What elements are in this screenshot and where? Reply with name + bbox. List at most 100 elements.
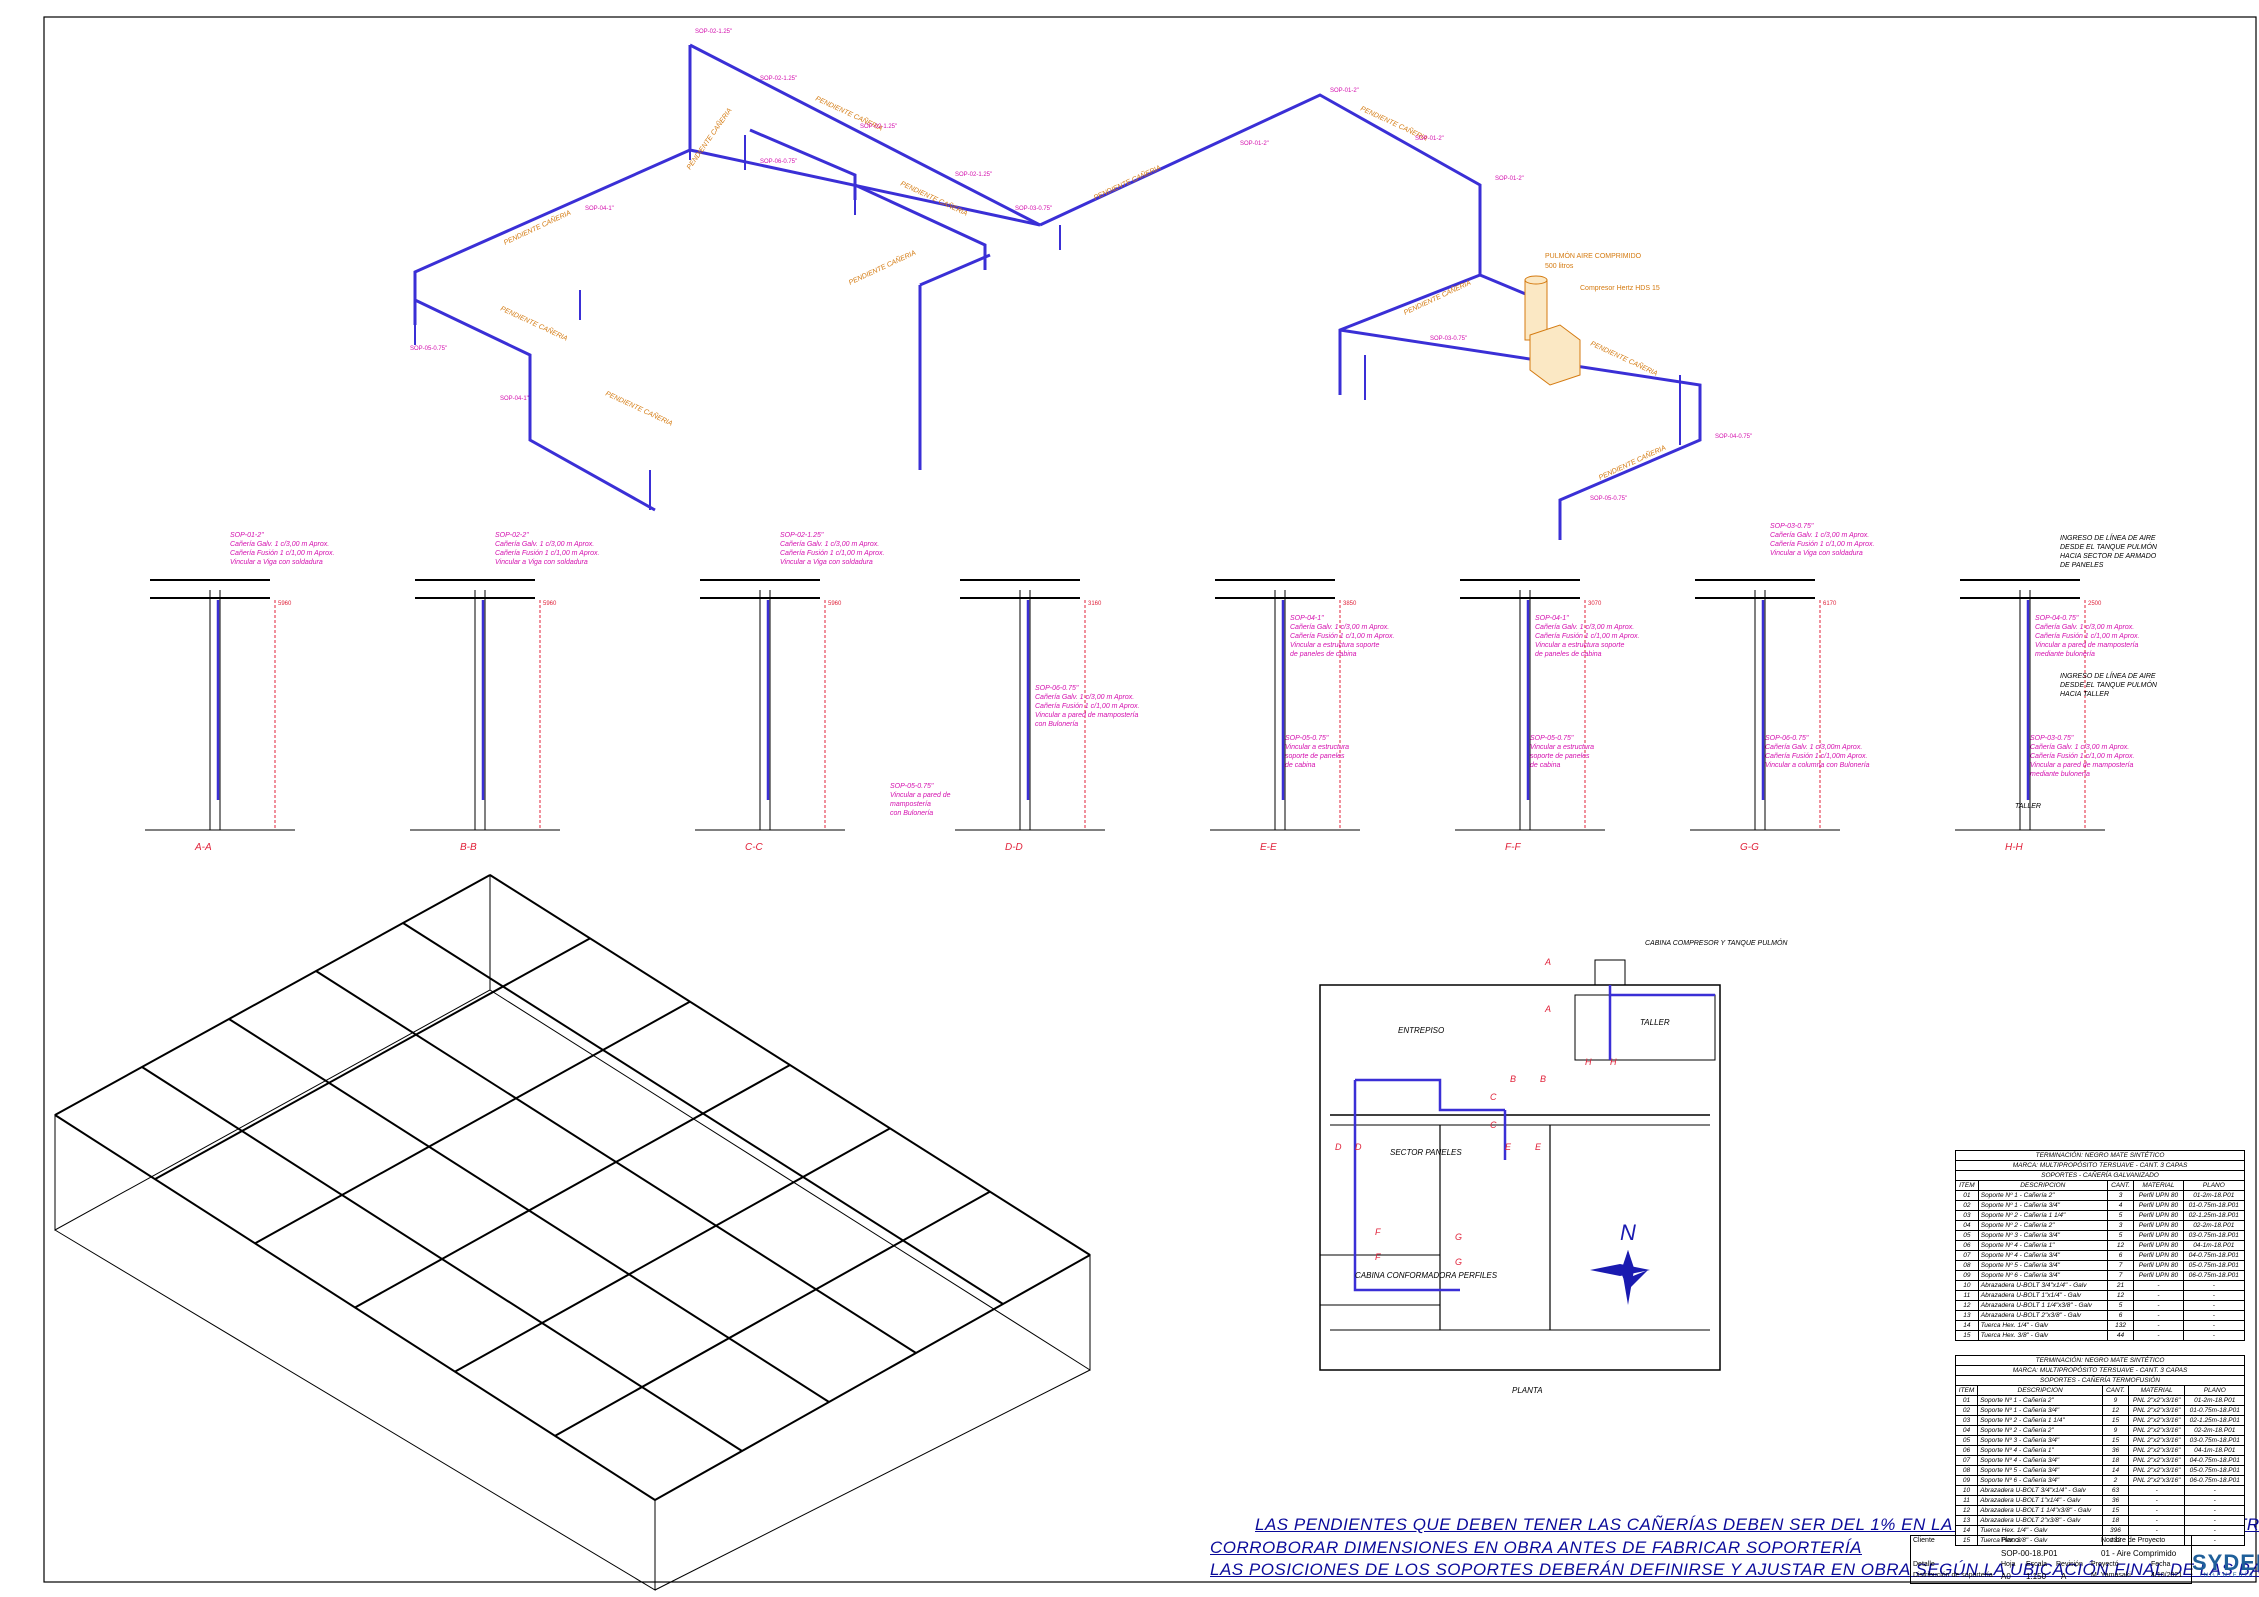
floor-plan: ENTREPISO TALLER SECTOR PANELES CABINA C… — [1319, 938, 1788, 1395]
section-note2: soporte de paneles — [1530, 753, 1590, 760]
t1-cell: 10 — [1955, 1280, 1979, 1291]
section-note: Cañería Fusión 1 c/1,00 m Aprox. — [230, 550, 334, 557]
level-label: 5960 — [828, 601, 842, 607]
t2-cell: 15 — [2102, 1505, 2129, 1516]
t1-cell: 5 — [2106, 1230, 2135, 1241]
tb-nombre-lbl: Nombre de Proyecto — [2101, 1537, 2166, 1544]
t1-cell: Soporte Nº 1 - Cañería 3/4" — [1977, 1200, 2108, 1211]
section-note: con Bulonería — [1035, 721, 1078, 728]
t2-cell: 07 — [1954, 1455, 1979, 1466]
t2-cell: Abrazadera U-BOLT 3/4"x1/4" - Galv — [1977, 1485, 2104, 1496]
t1-cell: 15 — [1955, 1330, 1979, 1341]
t1-cell: 12 — [1955, 1300, 1979, 1311]
t2-cell: PNL 2"x2"x3/16" — [2127, 1415, 2186, 1426]
section-note2: mediante bulonería — [2030, 771, 2090, 778]
section-note: Cañería Galv. 1 c/3,00 m Aprox. — [1770, 532, 1869, 539]
iso-support-labels: SOP-02-1.25" SOP-02-1.25" SOP-02-1.25" S… — [410, 29, 1752, 502]
sop-label: SOP-02-1.25" — [760, 76, 797, 82]
plan-cabina-label: CABINA COMPRESOR Y TANQUE PULMÓN — [1645, 938, 1788, 947]
t1-cell: 12 — [2106, 1240, 2135, 1251]
sop-label: SOP-01-2" — [1240, 141, 1269, 147]
section-note: Vincular a Viga con soldadura — [1770, 550, 1863, 557]
t1-cell: 06 — [1955, 1240, 1979, 1251]
section-note2: Vincular a columna con Bulonería — [1765, 762, 1870, 769]
section-note: SOP-01-2" — [230, 532, 264, 539]
t1-cell: - — [2133, 1280, 2184, 1291]
t2-cell: Tuerca Hex. 1/4" - Galv — [1977, 1525, 2104, 1536]
section-cut-marker: H — [1585, 1057, 1592, 1067]
section-cut-marker: H — [1610, 1057, 1617, 1067]
section-note: Vincular a estructura soporte — [1290, 642, 1379, 649]
t1-cell: Perfil UPN 80 — [2133, 1200, 2184, 1211]
level-label: 3160 — [1088, 601, 1102, 607]
t2-cell: - — [2184, 1495, 2245, 1506]
t2-cell: 01-0.75m-18.P01 — [2184, 1405, 2245, 1416]
sop-label: SOP-05-0.75" — [410, 346, 447, 352]
t2-cell: 18 — [2102, 1515, 2129, 1526]
t2-cell: 08 — [1954, 1465, 1979, 1476]
t1-cell: 02 — [1955, 1200, 1979, 1211]
section-note2: SOP-05-0.75" — [1285, 735, 1329, 742]
section-note: Vincular a pared de mampostería — [2035, 642, 2138, 649]
t1-cell: Perfil UPN 80 — [2133, 1190, 2184, 1201]
t1-cell: - — [2182, 1310, 2246, 1321]
section-note: Cañería Fusión 1 c/1,00 m Aprox. — [2035, 633, 2139, 640]
section-note2: Cañería Galv. 1 c/3,00m Aprox. — [1765, 744, 1862, 751]
section-note2: mampostería — [890, 801, 931, 808]
t2-cell: 02 — [1954, 1405, 1979, 1416]
t1-col-header: DESCRIPCION — [1977, 1180, 2108, 1191]
t2-cell: 12 — [1954, 1505, 1979, 1516]
section-note: Cañería Fusión 1 c/1,00 m Aprox. — [1290, 633, 1394, 640]
t2-cell: PNL 2"x2"x3/16" — [2127, 1395, 2186, 1406]
ingreso-note: HACIA TALLER — [2060, 691, 2109, 698]
section-note2: SOP-06-0.75" — [1765, 735, 1809, 742]
section-note: Vincular a Viga con soldadura — [780, 559, 873, 566]
t1-cell: - — [2133, 1330, 2184, 1341]
structure-beam — [454, 1127, 891, 1373]
sop-label: SOP-05-0.75" — [1590, 496, 1627, 502]
section-note2: de cabina — [1285, 762, 1315, 769]
section-note: Cañería Galv. 1 c/3,00 m Aprox. — [1290, 624, 1389, 631]
section-note: de paneles de cabina — [1535, 651, 1602, 658]
note-posiciones: LAS POSICIONES DE LOS SOPORTES DEBERÁN D… — [1210, 1560, 2259, 1579]
svg-text:PENDIENTE CAÑERIA: PENDIENTE CAÑERIA — [1597, 443, 1667, 482]
title-block: Cliente Plano Nombre de Proyecto SOP-00-… — [1910, 1535, 2192, 1584]
structure-beam — [54, 874, 491, 1116]
t1-cell: 3 — [2106, 1220, 2135, 1231]
section-note2: Vincular a pared de mampostería — [2030, 762, 2133, 769]
t2-cell: PNL 2"x2"x3/16" — [2127, 1465, 2186, 1476]
t2-cell: 13 — [1954, 1515, 1979, 1526]
pulmon-volume: 500 litros — [1545, 263, 1574, 270]
t2-cell: 36 — [2102, 1495, 2129, 1506]
t2-cell: - — [2184, 1515, 2245, 1526]
section-cut-marker: D — [1335, 1142, 1342, 1152]
company-logo: SYDEMEC — [2192, 1550, 2259, 1575]
t2-h3: SOPORTES - CAÑERÍA TERMOFUSIÓN — [1955, 1375, 2245, 1386]
t1-cell: 13 — [1955, 1310, 1979, 1321]
section-cut-marker: E — [1535, 1142, 1542, 1152]
t2-cell: Soporte Nº 5 - Cañería 3/4" — [1977, 1465, 2104, 1476]
iso-pipe-drops — [414, 130, 1681, 540]
t1-cell: Perfil UPN 80 — [2133, 1240, 2184, 1251]
t2-h1: TERMINACIÓN: NEGRO MATE SINTÉTICO — [1955, 1355, 2245, 1366]
section-note2: SOP-03-0.75" — [2030, 735, 2074, 742]
t2-cell: - — [2127, 1485, 2186, 1496]
t2-cell: Soporte Nº 1 - Cañería 3/4" — [1977, 1405, 2104, 1416]
t2-cell: 03-0.75m-18.P01 — [2184, 1435, 2245, 1446]
tb-detalle-lbl: Detalle — [1913, 1561, 1935, 1568]
t1-cell: 01-0.75m-18.P01 — [2182, 1200, 2246, 1211]
t1-cell: 03-0.75m-18.P01 — [2182, 1230, 2246, 1241]
plan-sector: SECTOR PANELES — [1390, 1148, 1462, 1157]
t1-cell: Soporte Nº 5 - Cañería 3/4" — [1977, 1260, 2108, 1271]
